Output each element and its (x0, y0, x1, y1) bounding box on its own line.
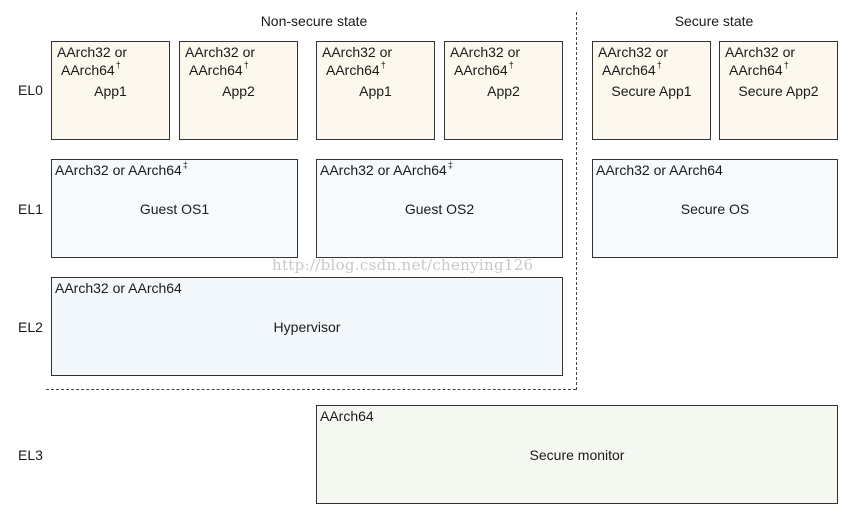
dagger-mark: † (243, 60, 249, 70)
os-name: Secure OS (680, 201, 750, 217)
app-box: AArch32 or AArch64† App1 (316, 41, 435, 140)
hypervisor-box: AArch32 or AArch64 Hypervisor (51, 277, 563, 376)
os-name: Guest OS2 (404, 201, 475, 217)
secure-monitor-name: Secure monitor (529, 447, 625, 463)
guest-os-box: AArch32 or AArch64‡ Guest OS1 (51, 159, 298, 258)
arch-label: AArch64 (320, 408, 374, 424)
nonsecure-boundary-divider (46, 389, 576, 390)
secure-app-box: AArch32 or AArch64† Secure App2 (719, 41, 838, 140)
arch-label: AArch32 or AArch64† (725, 44, 796, 78)
secure-app-box: AArch32 or AArch64† Secure App1 (592, 41, 711, 140)
app-name: App2 (222, 83, 255, 99)
level-label-el1: EL1 (18, 201, 43, 217)
secure-state-header: Secure state (674, 13, 754, 29)
app-box: AArch32 or AArch64† App2 (444, 41, 563, 140)
double-dagger-mark: ‡ (182, 160, 188, 170)
level-label-el3: EL3 (18, 447, 43, 463)
nonsecure-state-header: Non-secure state (260, 13, 368, 29)
watermark-text: http://blog.csdn.net/chenying126 (272, 256, 534, 274)
secure-monitor-box: AArch64 Secure monitor (316, 405, 838, 504)
app-name: App2 (487, 83, 520, 99)
os-name: Guest OS1 (139, 201, 210, 217)
app-name: Secure App1 (611, 83, 692, 99)
app-box: AArch32 or AArch64† App2 (179, 41, 298, 140)
secure-os-box: AArch32 or AArch64 Secure OS (592, 159, 838, 258)
app-box: AArch32 or AArch64† App1 (51, 41, 170, 140)
arch-label: AArch32 or AArch64‡ (55, 160, 188, 179)
app-name: App1 (94, 83, 127, 99)
dagger-mark: † (115, 60, 121, 70)
guest-os-box: AArch32 or AArch64‡ Guest OS2 (316, 159, 563, 258)
arch-label: AArch32 or AArch64† (598, 44, 669, 78)
level-label-el2: EL2 (18, 319, 43, 335)
level-label-el0: EL0 (18, 82, 43, 98)
hypervisor-name: Hypervisor (273, 319, 341, 335)
arch-label: AArch32 or AArch64† (185, 44, 256, 78)
arch-label: AArch32 or AArch64† (322, 44, 393, 78)
dagger-mark: † (508, 60, 514, 70)
double-dagger-mark: ‡ (447, 160, 453, 170)
dagger-mark: † (380, 60, 386, 70)
app-name: Secure App2 (738, 83, 819, 99)
arch-label: AArch32 or AArch64‡ (320, 160, 453, 179)
arch-label: AArch32 or AArch64† (450, 44, 521, 78)
arch-label: AArch32 or AArch64† (57, 44, 128, 78)
arch-label: AArch32 or AArch64 (596, 162, 723, 178)
app-name: App1 (359, 83, 392, 99)
secure-boundary-divider (576, 12, 577, 390)
dagger-mark: † (656, 60, 662, 70)
arch-label: AArch32 or AArch64 (55, 280, 182, 296)
dagger-mark: † (783, 60, 789, 70)
